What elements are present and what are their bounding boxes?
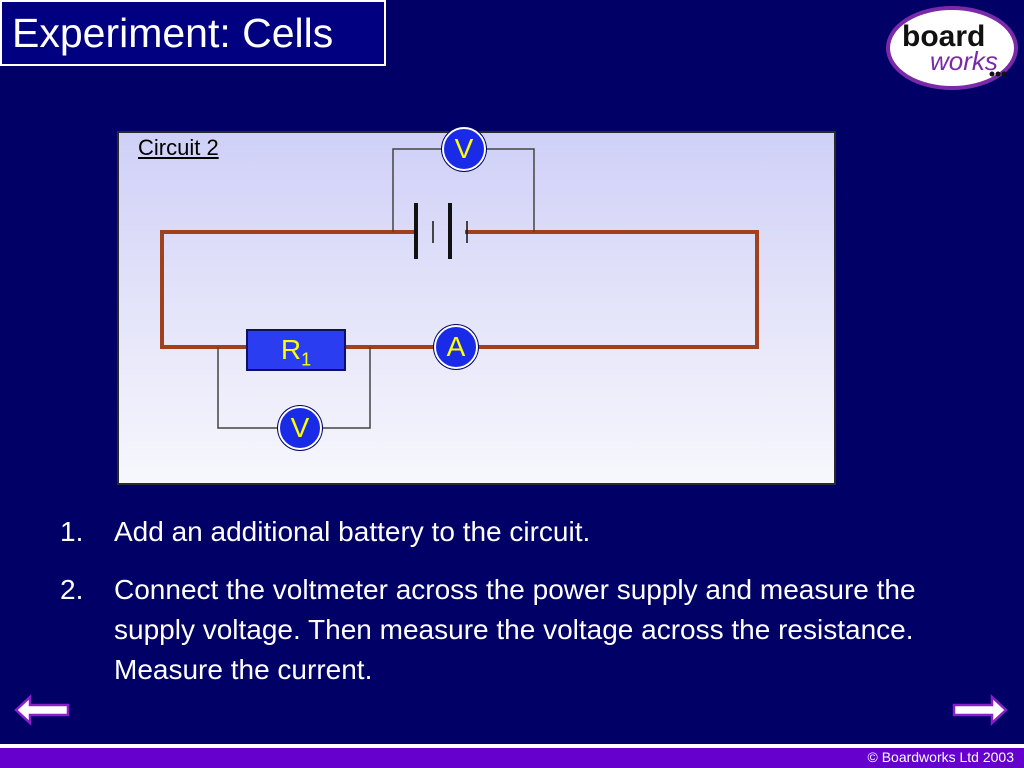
resistor-r1: R1	[246, 329, 346, 371]
supply-voltmeter: V	[442, 127, 486, 171]
circuit-diagram	[160, 148, 759, 429]
instruction-text: Add an additional battery to the circuit…	[114, 516, 591, 547]
resistor-letter: R	[280, 334, 302, 365]
instruction-item: 2. Connect the voltmeter across the power…	[60, 570, 940, 690]
logo-word-board: board	[902, 20, 985, 53]
supply-voltmeter-leads-right	[486, 148, 535, 232]
right-arrow-icon	[952, 694, 1008, 726]
wire-right	[343, 230, 759, 349]
instruction-list: 1. Add an additional battery to the circu…	[60, 512, 940, 708]
battery-cells	[414, 203, 468, 259]
slide-title: Experiment: Cells	[0, 0, 386, 66]
ammeter: A	[434, 325, 478, 369]
instruction-item: 1. Add an additional battery to the circu…	[60, 512, 940, 552]
copyright-text: © Boardworks Ltd 2003	[867, 749, 1014, 765]
resistor-voltmeter-leads	[217, 347, 278, 429]
resistor-voltmeter-leads-right	[322, 347, 371, 429]
footer-bar	[0, 744, 1024, 768]
instruction-number: 1.	[60, 516, 84, 547]
circuit-label: Circuit 2	[138, 135, 219, 160]
logo-word-works: works	[930, 46, 998, 76]
next-slide-button[interactable]	[952, 690, 1008, 730]
supply-voltmeter-leads	[392, 148, 442, 232]
left-arrow-icon	[14, 694, 70, 726]
previous-slide-button[interactable]	[14, 690, 70, 730]
resistor-subscript: 1	[301, 349, 312, 370]
boardworks-logo: board works	[886, 6, 1018, 90]
circuit-panel	[117, 131, 836, 485]
resistor-voltmeter: V	[278, 406, 322, 450]
wire-top-left	[160, 230, 416, 349]
instruction-number: 2.	[60, 574, 84, 605]
instruction-text: Connect the voltmeter across the power s…	[114, 574, 916, 685]
